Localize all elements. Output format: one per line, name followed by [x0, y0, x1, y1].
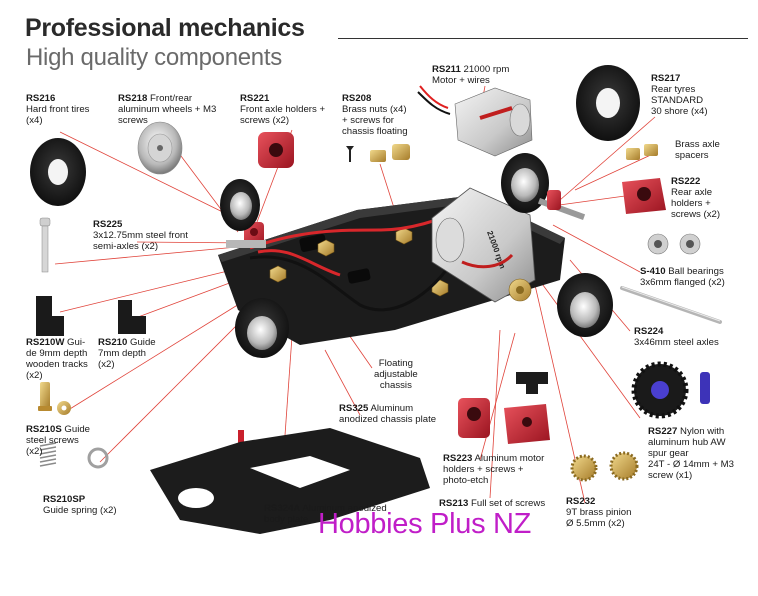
brass-spacers-part [626, 144, 658, 160]
front-wheels [220, 179, 289, 358]
rs211-motor-part [417, 85, 533, 157]
callout-rs208: RS208 Brass nuts (x4) + screws for chass… [342, 93, 408, 137]
rs208-nuts-part [346, 144, 410, 162]
rs224-axle-part [620, 286, 722, 324]
callout-rs210w: RS210W Gui- de 9mm depth wooden tracks (… [26, 337, 88, 381]
callout-rs225: RS225 3x12.75mm steel front semi-axles (… [93, 219, 188, 252]
rs216-tire-part [30, 138, 86, 206]
callout-rs224: RS224 3x46mm steel axles [634, 326, 719, 348]
rs222-holder-part [622, 178, 666, 214]
rs232-pinions-part [570, 451, 639, 482]
callout-rs217: RS217 Rear tyres STANDARD 30 shore (x4) [651, 73, 708, 117]
rs210-guide-part [118, 300, 146, 334]
callout-rs222: RS222 Rear axle holders + screws (x2) [671, 176, 721, 220]
rs227-spur-gear-part [631, 361, 710, 419]
pinion-on-motor [508, 278, 532, 302]
watermark-text: Hobbies Plus NZ [318, 508, 532, 540]
callout-rs221: RS221 Front axle holders + screws (x2) [240, 93, 326, 126]
callout-rs213: RS213 Full set of screws [439, 498, 546, 509]
rs225-semiaxle-part [39, 217, 51, 273]
callout-rs210sp: RS210SP Guide spring (x2) [43, 494, 117, 516]
callout-rs216: RS216 Hard front tires (x4) [26, 93, 90, 126]
rs210w-guide-part [36, 296, 64, 336]
callout-floating-chassis: Floating adjustable chassis [374, 358, 418, 391]
rs210sp-spring-part [39, 442, 109, 469]
callout-rs210s: RS210S Guide steel screws (x2) [26, 424, 91, 457]
rear-axle-assembly [501, 153, 613, 337]
callout-rs324a: RS324A Aluminum anodized body plate [264, 503, 387, 525]
rs221-holder-part [258, 132, 294, 168]
callout-rs211: RS211 21000 rpm Motor + wires [432, 64, 510, 86]
rs223-motor-holders-part [458, 372, 550, 444]
page-subtitle: High quality components [26, 44, 282, 71]
main-motor: 21000 rpm [431, 187, 536, 303]
callout-rs232: RS232 9T brass pinion Ø 5.5mm (x2) [566, 496, 632, 529]
callout-s410: S-410 Ball bearings 3x6mm flanged (x2) [640, 266, 725, 288]
callout-rs227: RS227 Nylon with aluminum hub AW spur ge… [648, 426, 734, 481]
callout-brass-spacers: Brass axle spacers [675, 139, 720, 161]
header-rule [338, 38, 748, 39]
callout-rs210: RS210 Guide 7mm depth (x2) [98, 337, 156, 370]
rs210s-screws-part [38, 382, 71, 415]
callout-rs218: RS218 Front/rear aluminum wheels + M3 sc… [118, 93, 217, 126]
callout-rs325: RS325 Aluminum anodized chassis plate [339, 403, 437, 425]
rs218-wheel-part [137, 121, 183, 175]
rs324a-body-plate-part [150, 428, 430, 534]
rs217-tire-part [576, 65, 640, 141]
callout-rs223: RS223 Aluminum motor holders + screws + … [443, 453, 545, 486]
s410-bearings-part [647, 233, 701, 255]
page-title: Professional mechanics [25, 14, 305, 42]
